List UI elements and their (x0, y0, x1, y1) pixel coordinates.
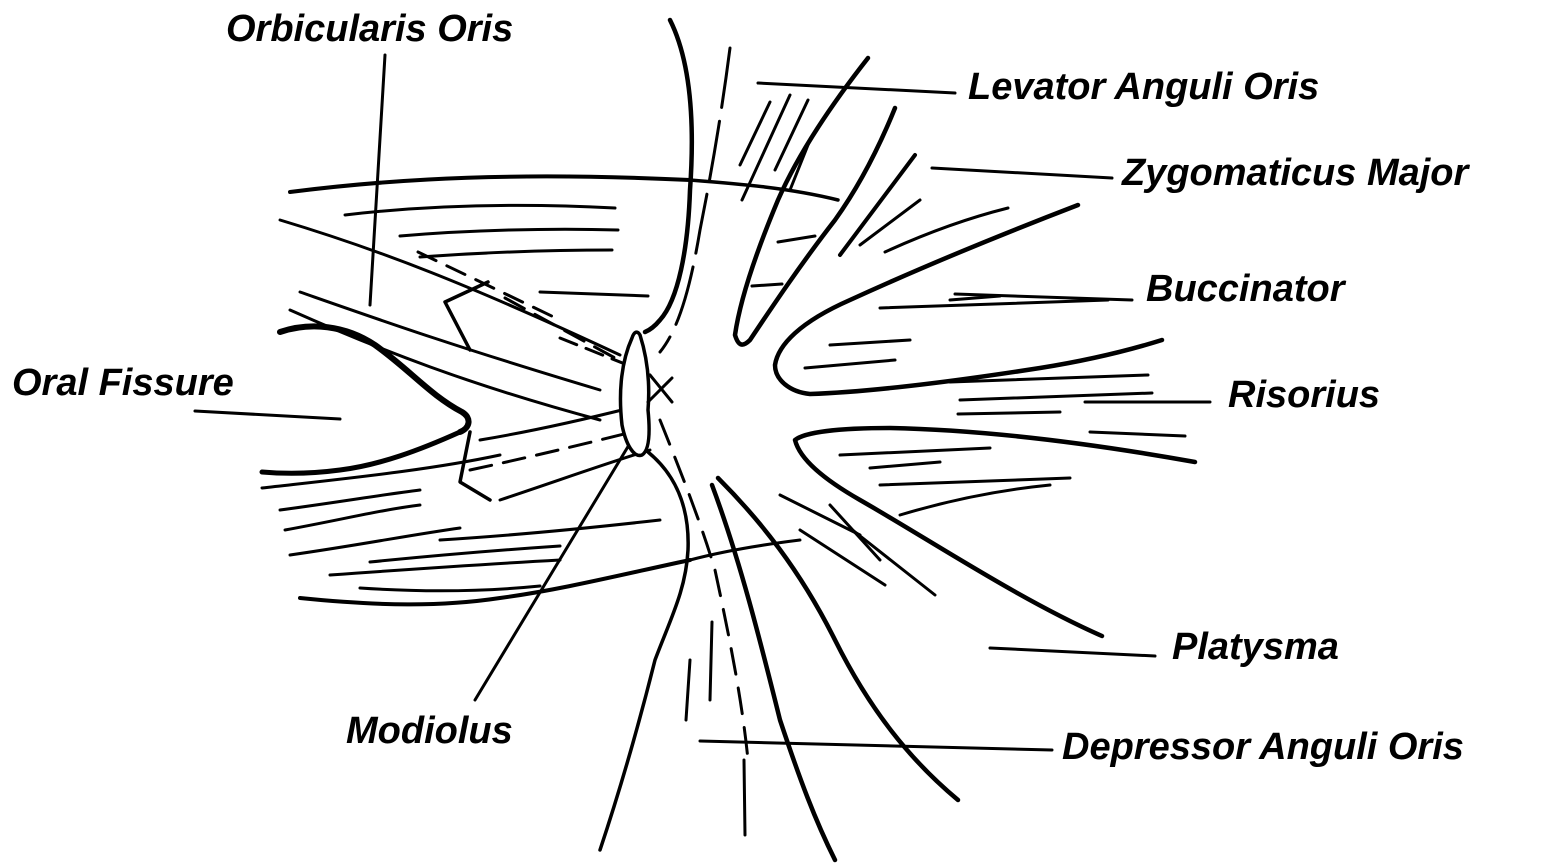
modiolus-knot (620, 332, 672, 455)
leader-lines (195, 55, 1210, 750)
risorius-fibers (950, 375, 1185, 436)
label-zygomaticus-major: Zygomaticus Major (1122, 154, 1468, 192)
buccinator-fibers (775, 205, 1162, 394)
label-orbicularis-oris: Orbicularis Oris (226, 10, 513, 48)
leader-modiolus (475, 435, 635, 700)
label-risorius: Risorius (1228, 376, 1380, 414)
oral-fissure-outline (262, 282, 490, 500)
leader-depressor-anguli-oris (700, 741, 1052, 750)
label-buccinator: Buccinator (1146, 270, 1344, 308)
leader-oral-fissure (195, 411, 340, 419)
label-depressor-anguli-oris: Depressor Anguli Oris (1062, 728, 1464, 766)
label-levator-anguli-oris: Levator Anguli Oris (968, 68, 1319, 106)
orbicularis-oris-upper (280, 176, 838, 420)
label-platysma: Platysma (1172, 628, 1339, 666)
leader-orbicularis-oris (370, 55, 385, 305)
leader-zygomaticus-major (932, 168, 1112, 178)
leader-platysma (990, 648, 1155, 656)
label-modiolus: Modiolus (346, 712, 513, 750)
label-oral-fissure: Oral Fissure (12, 364, 234, 402)
leader-levator-anguli-oris (758, 83, 955, 93)
